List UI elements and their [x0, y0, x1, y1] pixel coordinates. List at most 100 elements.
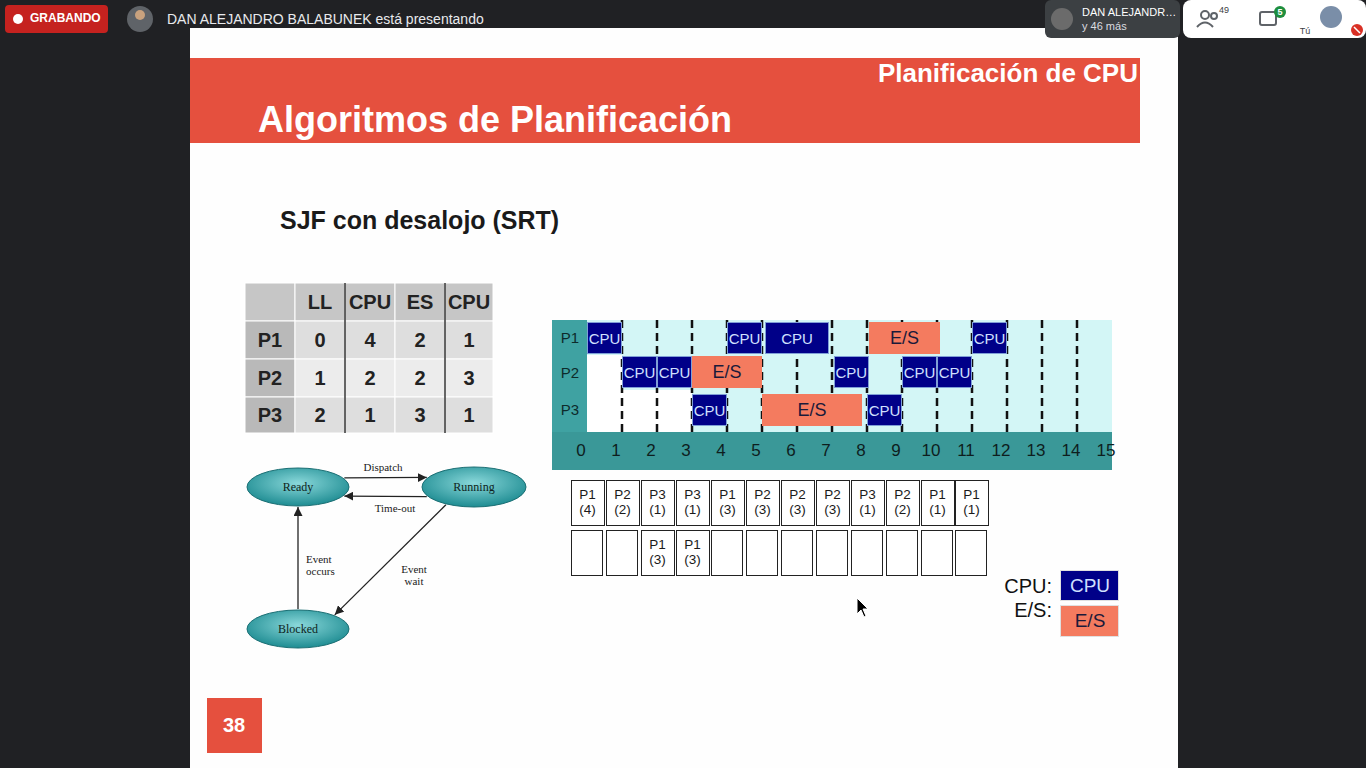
- node-text: E/S: [798, 400, 827, 421]
- time-gridline: [1041, 320, 1044, 432]
- toolbar-text: Tú: [1300, 26, 1311, 36]
- presenter-avatar: [127, 6, 153, 32]
- node-text: CPU: [729, 330, 761, 347]
- table-cell-text: 2: [414, 367, 425, 390]
- table-cell: [395, 397, 445, 433]
- queue-cell: [956, 531, 987, 576]
- state-ellipse: Ready: [246, 467, 350, 507]
- table-cell-text: CPU: [448, 291, 490, 314]
- table-cell: [345, 359, 395, 397]
- chat-badge: [1274, 6, 1286, 18]
- table-cell-text: CPU: [349, 291, 391, 314]
- table-cell-text: P3: [258, 404, 282, 427]
- ready-queue-cell: P3 (1): [641, 480, 675, 526]
- node-text: Blocked: [278, 622, 318, 637]
- gantt-row-header: [552, 320, 587, 432]
- section-title: Planificación de CPU: [878, 59, 1138, 89]
- queue-cell: [852, 531, 883, 576]
- node-text: P2 (2): [607, 488, 639, 518]
- node-text: CPU: [904, 364, 936, 381]
- node-text: P1 (3): [677, 538, 709, 568]
- table-cell-text: 1: [314, 367, 325, 390]
- process-row-label: P2: [561, 364, 579, 381]
- node-text: P2 (3): [782, 488, 814, 518]
- state-ellipse: Running: [421, 466, 527, 508]
- people-icon: [1197, 23, 1213, 28]
- table-cell-text: 1: [463, 329, 474, 352]
- table-separator: [444, 283, 446, 433]
- transition-label: Time-out: [375, 502, 416, 514]
- node-text: CPU: [659, 364, 691, 381]
- people-icon: [1201, 11, 1209, 19]
- table-cell-text: 2: [414, 329, 425, 352]
- node-text: CPU: [974, 330, 1006, 347]
- table-cell: [445, 283, 493, 321]
- page-number: 38: [223, 714, 245, 737]
- node-text: P3 (1): [642, 488, 674, 518]
- ready-queue-cell: P2 (3): [781, 480, 815, 526]
- node-text: P1 (3): [712, 488, 744, 518]
- time-tick: 2: [646, 441, 655, 461]
- node-text: Ready: [283, 480, 314, 495]
- ready-queue-cell: P1 (4): [571, 480, 605, 526]
- toolbar-text: 49: [1219, 5, 1229, 15]
- table-cell: [295, 321, 345, 359]
- node-text: P2 (3): [817, 488, 849, 518]
- node-text: P1 (3): [642, 538, 674, 568]
- table-cell-text: 3: [463, 367, 474, 390]
- cpu-burst-bar: CPU: [622, 356, 657, 388]
- time-tick: 15: [1097, 441, 1116, 461]
- queue-cell: [572, 531, 603, 576]
- table-cell: [245, 359, 295, 397]
- node-text: CPU: [781, 330, 813, 347]
- table-cell-text: LL: [308, 291, 332, 314]
- cpu-burst-bar: CPU: [727, 322, 762, 354]
- ready-queue-cell: P2 (3): [816, 480, 850, 526]
- recording-text: GRABANDO: [30, 12, 101, 26]
- ready-queue-cell: P1 (3): [676, 530, 710, 576]
- cpu-burst-bar: CPU: [657, 356, 692, 388]
- time-tick: 5: [751, 441, 760, 461]
- gantt-empty-cell: [587, 355, 622, 390]
- table-cell-text: ES: [407, 291, 434, 314]
- node-text: P2 (2): [887, 488, 919, 518]
- slide-subtitle: SJF con desalojo (SRT): [280, 206, 559, 235]
- node-text: CPU: [694, 402, 726, 419]
- self-avatar: [1320, 6, 1342, 28]
- ready-queue-cell: P1 (1): [921, 480, 955, 526]
- node-text: P1 (1): [956, 488, 988, 518]
- people-icon: [1211, 13, 1217, 19]
- title-banner: [190, 58, 1140, 143]
- participant-name: DAN ALEJANDR…: [1082, 6, 1176, 19]
- transition-label: Event wait: [396, 563, 432, 587]
- io-burst-bar: E/S: [869, 322, 940, 354]
- chat-icon: [1260, 12, 1276, 25]
- time-tick: 10: [922, 441, 941, 461]
- transition-label: Event occurs: [306, 553, 350, 577]
- table-cell-text: 1: [364, 404, 375, 427]
- table-cell-text: 2: [314, 404, 325, 427]
- time-tick: 4: [716, 441, 725, 461]
- time-tick: 12: [992, 441, 1011, 461]
- slide-title: Algoritmos de Planificación: [258, 99, 732, 140]
- process-row-label: P1: [561, 329, 579, 346]
- node-text: CPU: [835, 364, 867, 381]
- table: [245, 283, 493, 433]
- cpu-burst-bar: CPU: [937, 356, 972, 388]
- time-tick: 8: [856, 441, 865, 461]
- table-cell: [445, 397, 493, 433]
- ready-queue-cell: P1 (3): [711, 480, 745, 526]
- time-tick: 13: [1027, 441, 1046, 461]
- legend-swatch-text: E/S: [1075, 610, 1106, 632]
- participant-count: y 46 más: [1082, 20, 1127, 33]
- ready-queue-cell: P2 (2): [606, 480, 640, 526]
- cpu-burst-bar: CPU: [972, 322, 1007, 354]
- table-cell-text: 2: [364, 367, 375, 390]
- process-row-label: P3: [561, 401, 579, 418]
- table-cell-text: 1: [463, 404, 474, 427]
- node-text: CPU: [939, 364, 971, 381]
- ready-queue-cell: P3 (1): [851, 480, 885, 526]
- cpu-burst-bar: CPU: [765, 322, 829, 354]
